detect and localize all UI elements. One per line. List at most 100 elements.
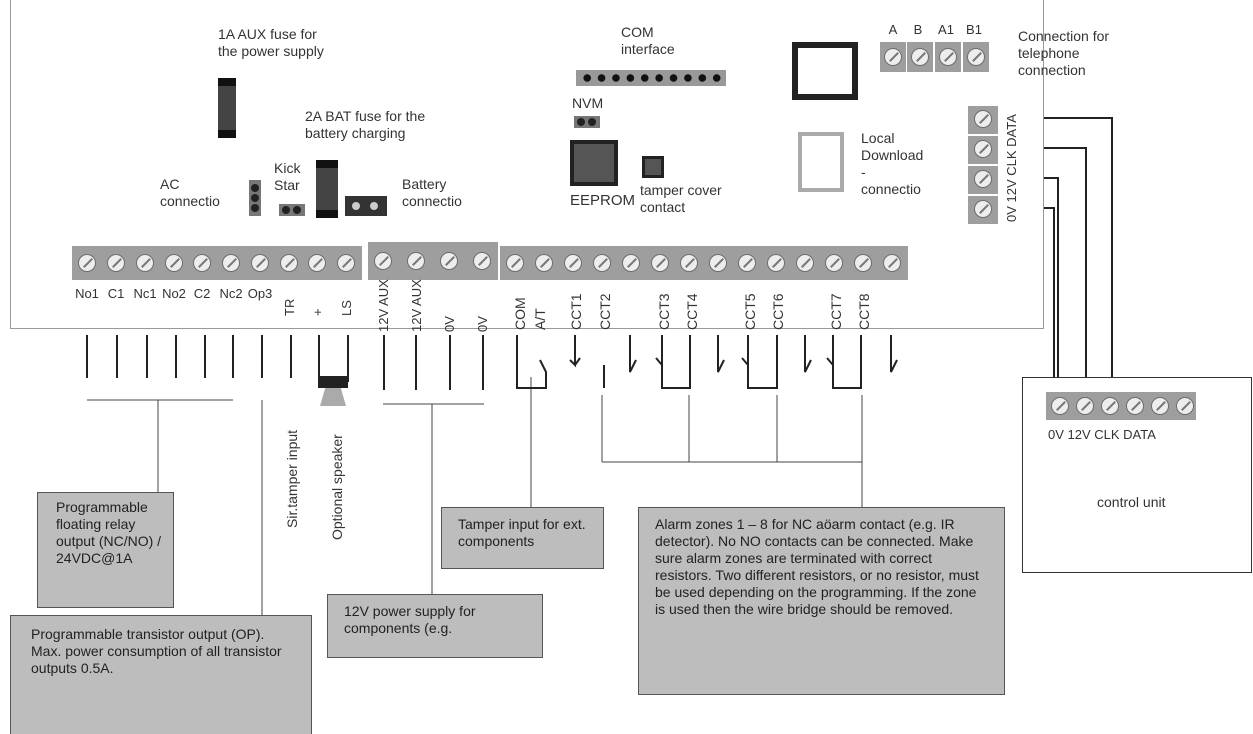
eeprom-chip bbox=[570, 140, 618, 186]
fuse-bat-label: 2A BAT fuse for the battery charging bbox=[305, 108, 426, 141]
terminal-screw bbox=[469, 246, 495, 276]
kick-start-label: Kick Star bbox=[274, 160, 301, 193]
terminal-screw bbox=[218, 248, 244, 278]
fuse-bat bbox=[316, 160, 338, 218]
nvm-label: NVM bbox=[572, 95, 604, 111]
terminal-screw bbox=[247, 248, 273, 278]
terminal-screw bbox=[850, 248, 876, 278]
terminal-screw bbox=[763, 248, 789, 278]
terminal-label: Op3 bbox=[247, 286, 273, 301]
nvm-pin bbox=[577, 118, 585, 126]
phone-terminal-label: A1 bbox=[938, 22, 954, 37]
telephone-connection-label: Connection for telephone connection bbox=[1018, 28, 1110, 78]
terminal-label: C1 bbox=[107, 286, 125, 301]
phone-terminal bbox=[880, 42, 906, 72]
speaker-label: Optional speaker bbox=[329, 434, 345, 540]
terminal-screw bbox=[1172, 391, 1198, 421]
terminal-screw bbox=[705, 248, 731, 278]
terminal-label: LS bbox=[339, 300, 354, 316]
speaker-cone bbox=[320, 388, 346, 406]
terminal-screw bbox=[734, 248, 760, 278]
phone-terminal bbox=[935, 42, 961, 72]
ac-connection-label: AC connectio bbox=[160, 176, 220, 209]
terminal-label: 0V bbox=[442, 316, 457, 332]
terminal-screw bbox=[560, 248, 586, 278]
control-unit-terminal-labels: 0V 12V CLK DATA bbox=[1048, 427, 1156, 442]
terminal-screw bbox=[436, 246, 462, 276]
side-terminal bbox=[968, 196, 998, 224]
phone-terminal bbox=[907, 42, 933, 72]
terminal-label: TR bbox=[282, 298, 297, 316]
terminal-label: No2 bbox=[162, 286, 186, 301]
terminal-screw bbox=[103, 248, 129, 278]
side-terminal bbox=[968, 166, 998, 194]
com-interface-label: COM interface bbox=[621, 24, 675, 57]
zone-terminal-label: CCT6 bbox=[770, 293, 786, 330]
zone-terminal-label: COM bbox=[512, 297, 528, 330]
com-interface-pins bbox=[580, 74, 724, 82]
zone-terminal-label: CCT3 bbox=[656, 293, 672, 330]
terminal-screw bbox=[792, 248, 818, 278]
nvm-pin bbox=[588, 118, 596, 126]
zone-terminal-label: CCT1 bbox=[568, 293, 584, 330]
terminal-screw bbox=[618, 248, 644, 278]
terminal-label: Nc2 bbox=[219, 286, 243, 301]
tamper-input-box: Tamper input for ext. components bbox=[441, 507, 604, 569]
transistor-output-box: Programmable transistor output (OP). Max… bbox=[10, 615, 312, 734]
kick-start-pin bbox=[293, 206, 301, 214]
power-supply-box: 12V power supply for components (e.g. bbox=[327, 594, 543, 658]
terminal-screw bbox=[1097, 391, 1123, 421]
terminal-label: 0V bbox=[475, 316, 490, 332]
eeprom-label: EEPROM bbox=[570, 192, 636, 209]
terminal-label: + bbox=[310, 308, 325, 316]
relay-output-box: Programmable floating relay output (NC/N… bbox=[37, 492, 174, 608]
zone-terminal-label: A/T bbox=[532, 308, 548, 330]
control-unit-title: control unit bbox=[1097, 494, 1166, 510]
side-terminal-labels: 0V 12V CLK DATA bbox=[1004, 114, 1019, 222]
fuse-aux-label: 1A AUX fuse for the power supply bbox=[218, 26, 324, 59]
terminal-screw bbox=[676, 248, 702, 278]
local-download-connector bbox=[798, 132, 844, 192]
phone-terminal-label: B bbox=[913, 22, 923, 37]
terminal-screw bbox=[879, 248, 905, 278]
telephone-socket bbox=[792, 42, 858, 100]
battery-connector bbox=[345, 196, 387, 216]
terminal-label: Nc1 bbox=[133, 286, 157, 301]
local-download-label: Local Download - connectio bbox=[861, 130, 924, 197]
side-terminal bbox=[968, 136, 998, 164]
side-terminal bbox=[968, 106, 998, 134]
terminal-screw bbox=[370, 246, 396, 276]
kick-start-pin bbox=[282, 206, 290, 214]
terminal-label: No1 bbox=[75, 286, 99, 301]
battery-pin bbox=[370, 202, 378, 210]
phone-terminal-label: B1 bbox=[966, 22, 982, 37]
terminal-screw bbox=[821, 248, 847, 278]
alarm-zones-box: Alarm zones 1 – 8 for NC aöarm contact (… bbox=[638, 507, 1005, 695]
terminal-screw bbox=[304, 248, 330, 278]
terminal-screw bbox=[74, 248, 100, 278]
terminal-screw bbox=[161, 248, 187, 278]
zone-terminal-label: CCT8 bbox=[856, 293, 872, 330]
terminal-label: 12V AUX bbox=[409, 279, 424, 332]
battery-pin bbox=[352, 202, 360, 210]
terminal-screw bbox=[531, 248, 557, 278]
tamper-cover-label: tamper cover contact bbox=[640, 182, 722, 215]
zone-terminal-label: CCT7 bbox=[828, 293, 844, 330]
terminal-screw bbox=[1147, 391, 1173, 421]
terminal-screw bbox=[589, 248, 615, 278]
terminal-screw bbox=[1072, 391, 1098, 421]
terminal-screw bbox=[647, 248, 673, 278]
terminal-screw bbox=[1047, 391, 1073, 421]
terminal-label: C2 bbox=[193, 286, 211, 301]
terminal-screw bbox=[189, 248, 215, 278]
zone-terminal-label: CCT2 bbox=[597, 293, 613, 330]
fuse-aux bbox=[218, 78, 236, 138]
terminal-screw bbox=[276, 248, 302, 278]
ac-pin bbox=[251, 184, 259, 192]
speaker-body bbox=[318, 376, 348, 388]
zone-terminal-label: CCT4 bbox=[684, 293, 700, 330]
terminal-screw bbox=[333, 248, 359, 278]
ac-pin bbox=[251, 204, 259, 212]
terminal-screw bbox=[403, 246, 429, 276]
terminal-screw bbox=[1122, 391, 1148, 421]
